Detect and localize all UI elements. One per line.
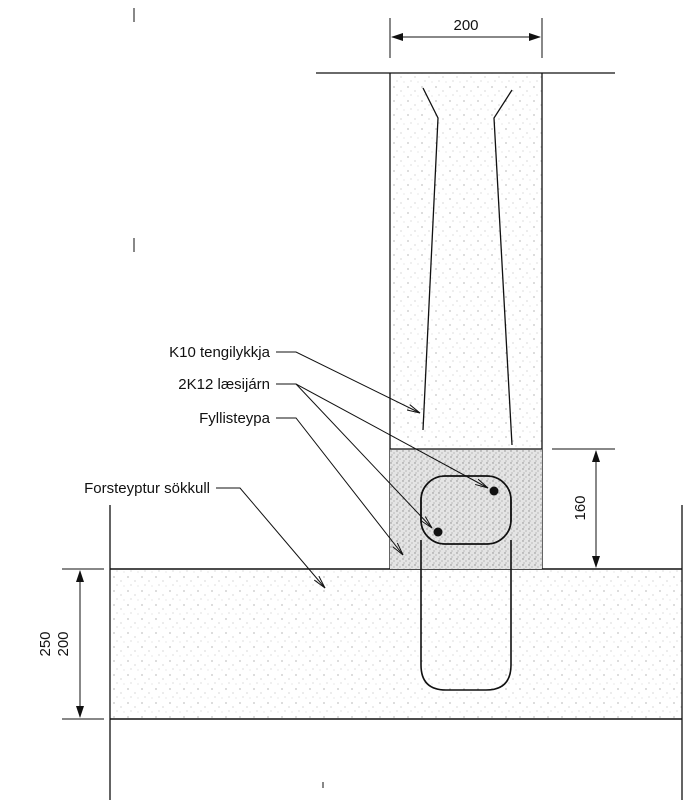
dim-wall-width-value: 200 [453, 17, 478, 34]
label-tie: K10 tengilykkja [169, 344, 271, 361]
dim-footing-height-inner: 200 [55, 631, 72, 656]
label-footing: Forsteyptur sökkull [84, 480, 210, 497]
label-fill-concrete: Fyllisteypa [199, 410, 271, 427]
tie-loop-lower [420, 540, 512, 691]
lock-bar-dot-upper [489, 486, 499, 496]
footing-block [110, 569, 682, 719]
leader-tie [276, 351, 420, 413]
dim-fill-height-value: 160 [572, 495, 589, 520]
leader-fill-concrete [276, 417, 403, 555]
leader-footing [216, 487, 325, 588]
leader-lock-bar-lower [295, 383, 432, 528]
wall-element [390, 73, 542, 449]
label-lock-bars: 2K12 læsijárn [178, 376, 270, 393]
lock-bar-dot-lower [433, 527, 443, 537]
tie-loop-upper-fill [422, 477, 510, 543]
groove-mark-right [493, 89, 513, 446]
groove-mark-left [422, 87, 439, 431]
dim-footing-height-total: 250 [37, 631, 54, 656]
